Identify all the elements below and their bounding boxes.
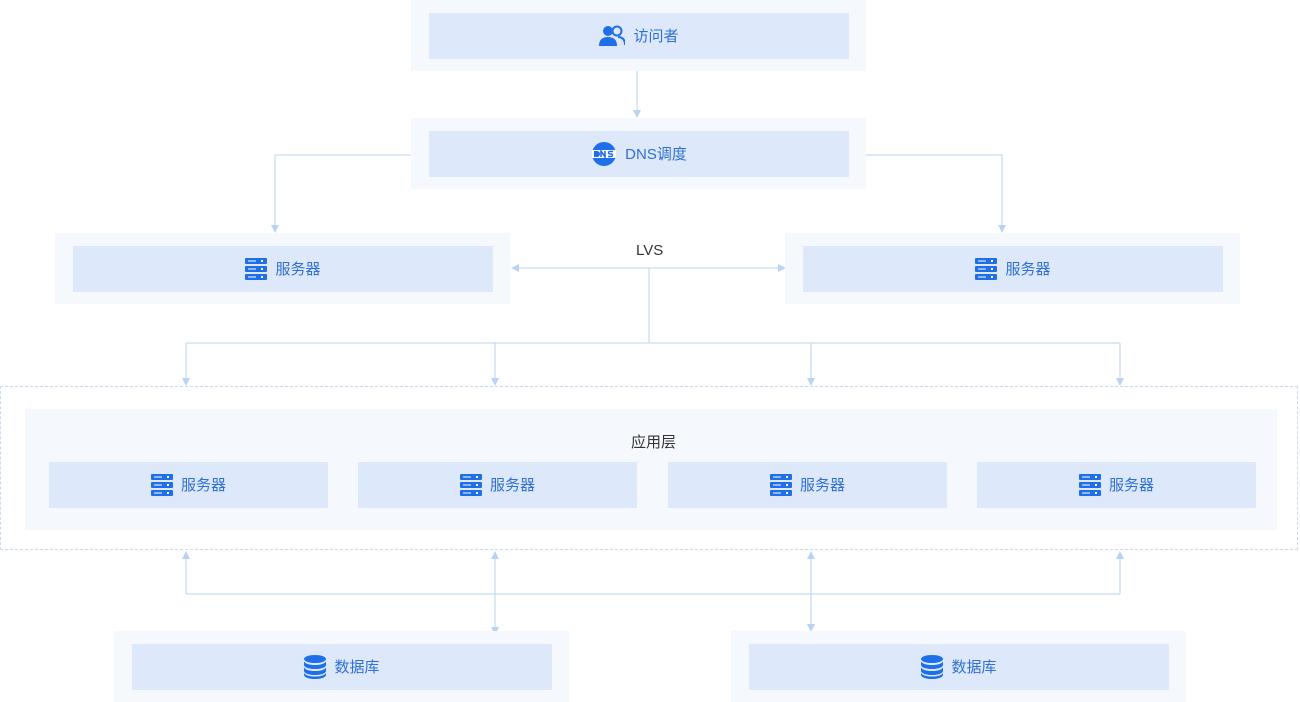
app-server-box-4: 服务器 <box>977 462 1256 508</box>
users-icon <box>599 25 626 47</box>
database-label-left: 数据库 <box>334 658 380 676</box>
app-server-box-1: 服务器 <box>49 462 328 508</box>
app-server-label-2: 服务器 <box>489 476 535 494</box>
database-icon <box>921 655 944 679</box>
visitor-label: 访问者 <box>633 27 679 45</box>
server-icon <box>1078 474 1101 496</box>
lvs-server-box-left: 服务器 <box>73 246 493 292</box>
app-layer-boundary <box>0 386 1298 550</box>
server-icon <box>975 258 998 280</box>
app-server-box-2: 服务器 <box>358 462 637 508</box>
lvs-label: LVS <box>636 242 664 259</box>
server-icon <box>150 474 173 496</box>
dns-icon <box>591 141 617 167</box>
dns-label: DNS调度 <box>625 145 687 163</box>
lvs-server-label-left: 服务器 <box>275 260 321 278</box>
visitor-box: 访问者 <box>429 13 849 59</box>
app-server-box-3: 服务器 <box>668 462 947 508</box>
app-layer-title: 应用层 <box>631 434 677 451</box>
server-icon <box>769 474 792 496</box>
dns-box: DNS调度 <box>429 131 849 177</box>
database-box-right: 数据库 <box>749 644 1169 690</box>
app-server-label-3: 服务器 <box>799 476 845 494</box>
server-icon <box>459 474 482 496</box>
arrow-dns-right-server <box>866 154 1006 233</box>
database-icon <box>304 655 327 679</box>
database-box-left: 数据库 <box>132 644 552 690</box>
app-server-label-4: 服务器 <box>1108 476 1154 494</box>
app-server-label-1: 服务器 <box>180 476 226 494</box>
database-label-right: 数据库 <box>951 658 997 676</box>
lvs-server-label-right: 服务器 <box>1005 260 1051 278</box>
lvs-server-box-right: 服务器 <box>803 246 1223 292</box>
server-icon <box>245 258 268 280</box>
arrow-dns-left-server <box>271 154 411 233</box>
